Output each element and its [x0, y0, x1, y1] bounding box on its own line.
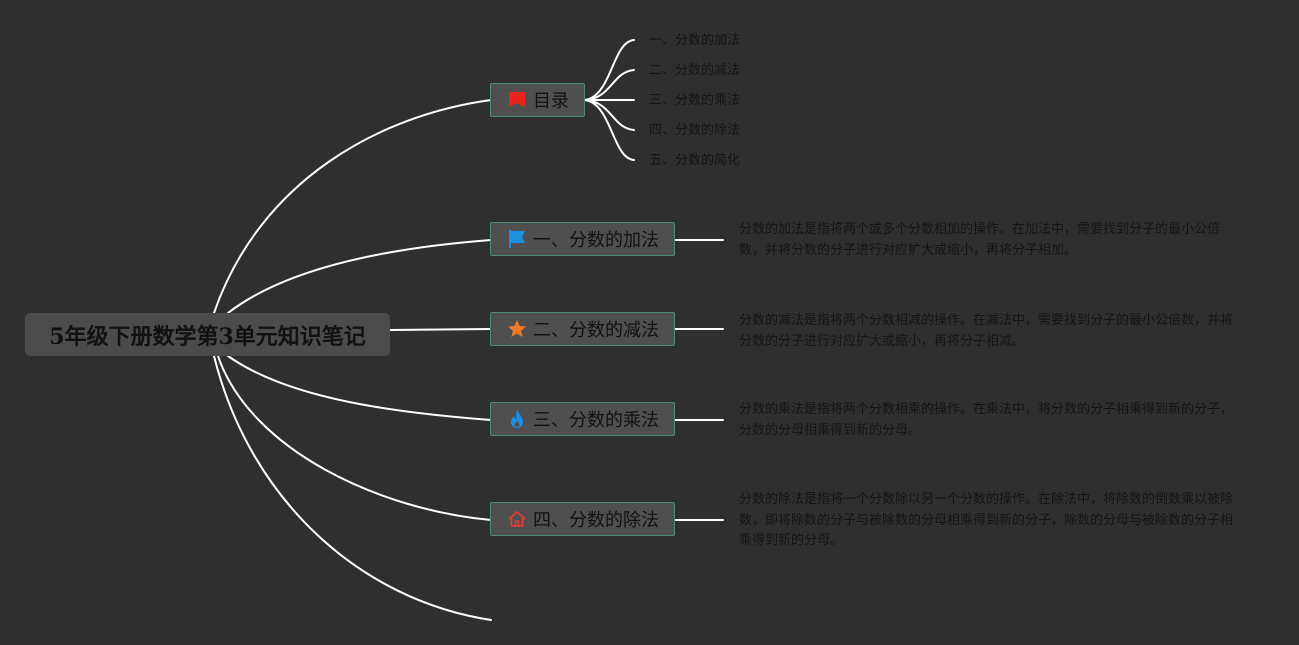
topic-fraction-multiplication-label: 三、分数的乘法 — [533, 410, 659, 431]
connector-root-branch-4 — [217, 355, 492, 521]
topic-fraction-addition[interactable]: 一、分数的加法 — [490, 222, 675, 256]
connector-root-toc — [213, 99, 492, 314]
toc-item-1[interactable]: 一、分数的加法 — [649, 33, 741, 48]
toc-item-3[interactable]: 三、分数的乘法 — [649, 93, 741, 108]
connector-root-branch-1 — [227, 239, 492, 314]
topic-toc[interactable]: 目录 — [490, 83, 585, 117]
connector-root-branch-3 — [227, 355, 492, 421]
blue-flag-icon — [507, 229, 527, 249]
topic-fraction-subtraction[interactable]: 二、分数的减法 — [490, 312, 675, 346]
note-fraction-division: 分数的除法是指将一个分数除以另一个分数的操作。在除法中，将除数的倒数乘以被除数，… — [739, 492, 1234, 548]
toc-item-4[interactable]: 四、分数的除法 — [649, 123, 741, 138]
connector-root-branch-2 — [389, 328, 492, 331]
note-fraction-multiplication: 分数的乘法是指将两个分数相乘的操作。在乘法中，将分数的分子相乘得到新的分子，分数… — [739, 402, 1234, 438]
red-house-icon — [507, 509, 527, 529]
connector-toc-item-1 — [584, 39, 635, 101]
topic-fraction-division[interactable]: 四、分数的除法 — [490, 502, 675, 536]
root-topic[interactable]: 5年级下册数学第3单元知识笔记 — [25, 313, 390, 356]
connector-root-empty-branch — [213, 355, 492, 621]
connector-toc-item-2 — [584, 69, 635, 101]
note-fraction-addition: 分数的加法是指将两个或多个分数相加的操作。在加法中，需要找到分子的最小公倍数，并… — [739, 222, 1221, 258]
toc-item-2[interactable]: 二、分数的减法 — [649, 63, 741, 78]
connector-toc-item-5 — [584, 99, 635, 161]
topic-toc-label: 目录 — [533, 91, 569, 112]
toc-item-5[interactable]: 五、分数的简化 — [649, 153, 741, 168]
topic-fraction-division-label: 四、分数的除法 — [533, 510, 659, 531]
blue-flame-icon — [507, 409, 527, 429]
topic-fraction-subtraction-label: 二、分数的减法 — [533, 320, 659, 341]
root-title: 5年级下册数学第3单元知识笔记 — [49, 323, 366, 350]
note-fraction-subtraction: 分数的减法是指将两个分数相减的操作。在减法中，需要找到分子的最小公倍数，并将分数… — [739, 313, 1234, 349]
topic-fraction-multiplication[interactable]: 三、分数的乘法 — [490, 402, 675, 436]
topic-fraction-addition-label: 一、分数的加法 — [533, 230, 659, 251]
red-flag-icon — [507, 90, 527, 110]
orange-star-icon — [507, 319, 527, 339]
